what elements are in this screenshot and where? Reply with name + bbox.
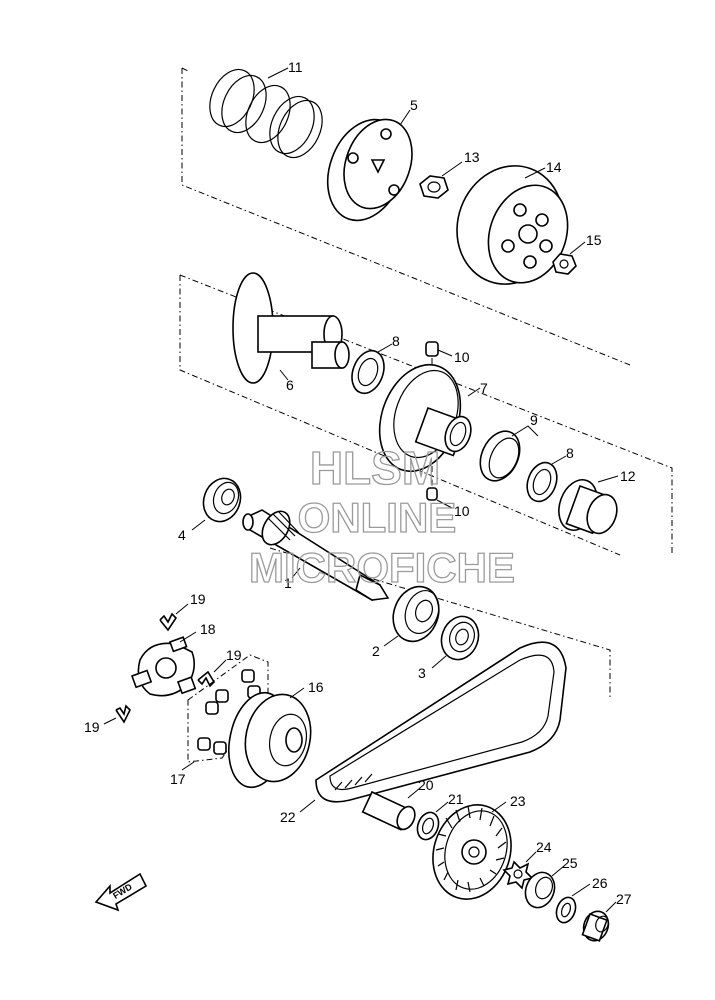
weight-roller-set xyxy=(187,654,269,763)
fwd-arrow-icon: FWD xyxy=(94,872,148,912)
secondary-sheave-group-box xyxy=(179,274,673,556)
callout-23: 23 xyxy=(510,793,526,809)
cam-plate xyxy=(130,636,197,697)
slider-clip-top xyxy=(159,612,178,632)
callout-10b: 10 xyxy=(454,503,470,519)
o-ring xyxy=(479,430,521,482)
oil-seal-upper xyxy=(351,349,385,395)
watermark-line1: HLSM xyxy=(310,442,440,494)
v-belt xyxy=(315,641,567,803)
callout-19b: 19 xyxy=(226,647,242,663)
callout-9: 9 xyxy=(530,412,538,428)
callout-6: 6 xyxy=(286,377,294,393)
nut-27 xyxy=(581,910,610,942)
callout-27: 27 xyxy=(616,891,632,907)
callout-19a: 19 xyxy=(190,591,206,607)
callout-18: 18 xyxy=(200,621,216,637)
callout-8b: 8 xyxy=(566,445,574,461)
secondary-fixed-sheave xyxy=(232,272,350,384)
callout-3: 3 xyxy=(418,665,426,681)
drive-shaft-group-box xyxy=(269,547,611,700)
callout-7: 7 xyxy=(480,380,488,396)
callout-22: 22 xyxy=(280,809,296,825)
star-washer xyxy=(502,860,534,890)
callout-1: 1 xyxy=(284,575,292,591)
primary-collar xyxy=(361,790,416,831)
callout-26: 26 xyxy=(592,875,608,891)
callout-16: 16 xyxy=(308,679,324,695)
watermark-line2: ONLINE xyxy=(298,494,457,541)
callout-8a: 8 xyxy=(392,333,400,349)
callout-19c: 19 xyxy=(84,719,100,735)
callout-20: 20 xyxy=(418,777,434,793)
primary-fixed-sheave xyxy=(432,804,512,900)
callout-13: 13 xyxy=(464,149,480,165)
callout-5: 5 xyxy=(410,97,418,113)
drive-shaft xyxy=(242,509,390,602)
callout-15: 15 xyxy=(586,232,602,248)
callout-21: 21 xyxy=(448,791,464,807)
clutch-housing xyxy=(456,165,569,285)
slider-clip-bottom xyxy=(115,704,131,724)
flange-nut xyxy=(552,253,577,275)
collar xyxy=(558,479,618,535)
watermark: HLSM ONLINE MICROFICHE xyxy=(248,441,515,591)
callout-2: 2 xyxy=(372,643,380,659)
callout-14: 14 xyxy=(546,159,562,175)
clutch-spring xyxy=(209,68,323,159)
callout-11: 11 xyxy=(288,59,303,75)
callout-17: 17 xyxy=(170,771,186,787)
washer-21 xyxy=(416,811,440,841)
guide-pin-lower xyxy=(426,487,438,501)
callout-10a: 10 xyxy=(454,349,470,365)
callout-25: 25 xyxy=(562,855,578,871)
oil-seal-3 xyxy=(440,615,480,661)
nut xyxy=(419,175,449,199)
secondary-sliding-sheave xyxy=(378,363,472,473)
callout-12: 12 xyxy=(620,468,636,484)
oil-seal-lower xyxy=(526,461,558,503)
bearing-4 xyxy=(202,477,242,523)
callout-4: 4 xyxy=(178,527,186,543)
clutch-carrier xyxy=(326,118,413,222)
washer-26 xyxy=(555,896,577,924)
clutch-nut xyxy=(524,871,556,909)
clutch-group-box xyxy=(181,67,631,366)
primary-sliding-sheave xyxy=(228,691,312,789)
callout-24: 24 xyxy=(536,839,552,855)
watermark-line3: MICROFICHE xyxy=(249,544,515,591)
bearing-2 xyxy=(392,585,440,643)
slider-clip-middle xyxy=(197,670,216,688)
